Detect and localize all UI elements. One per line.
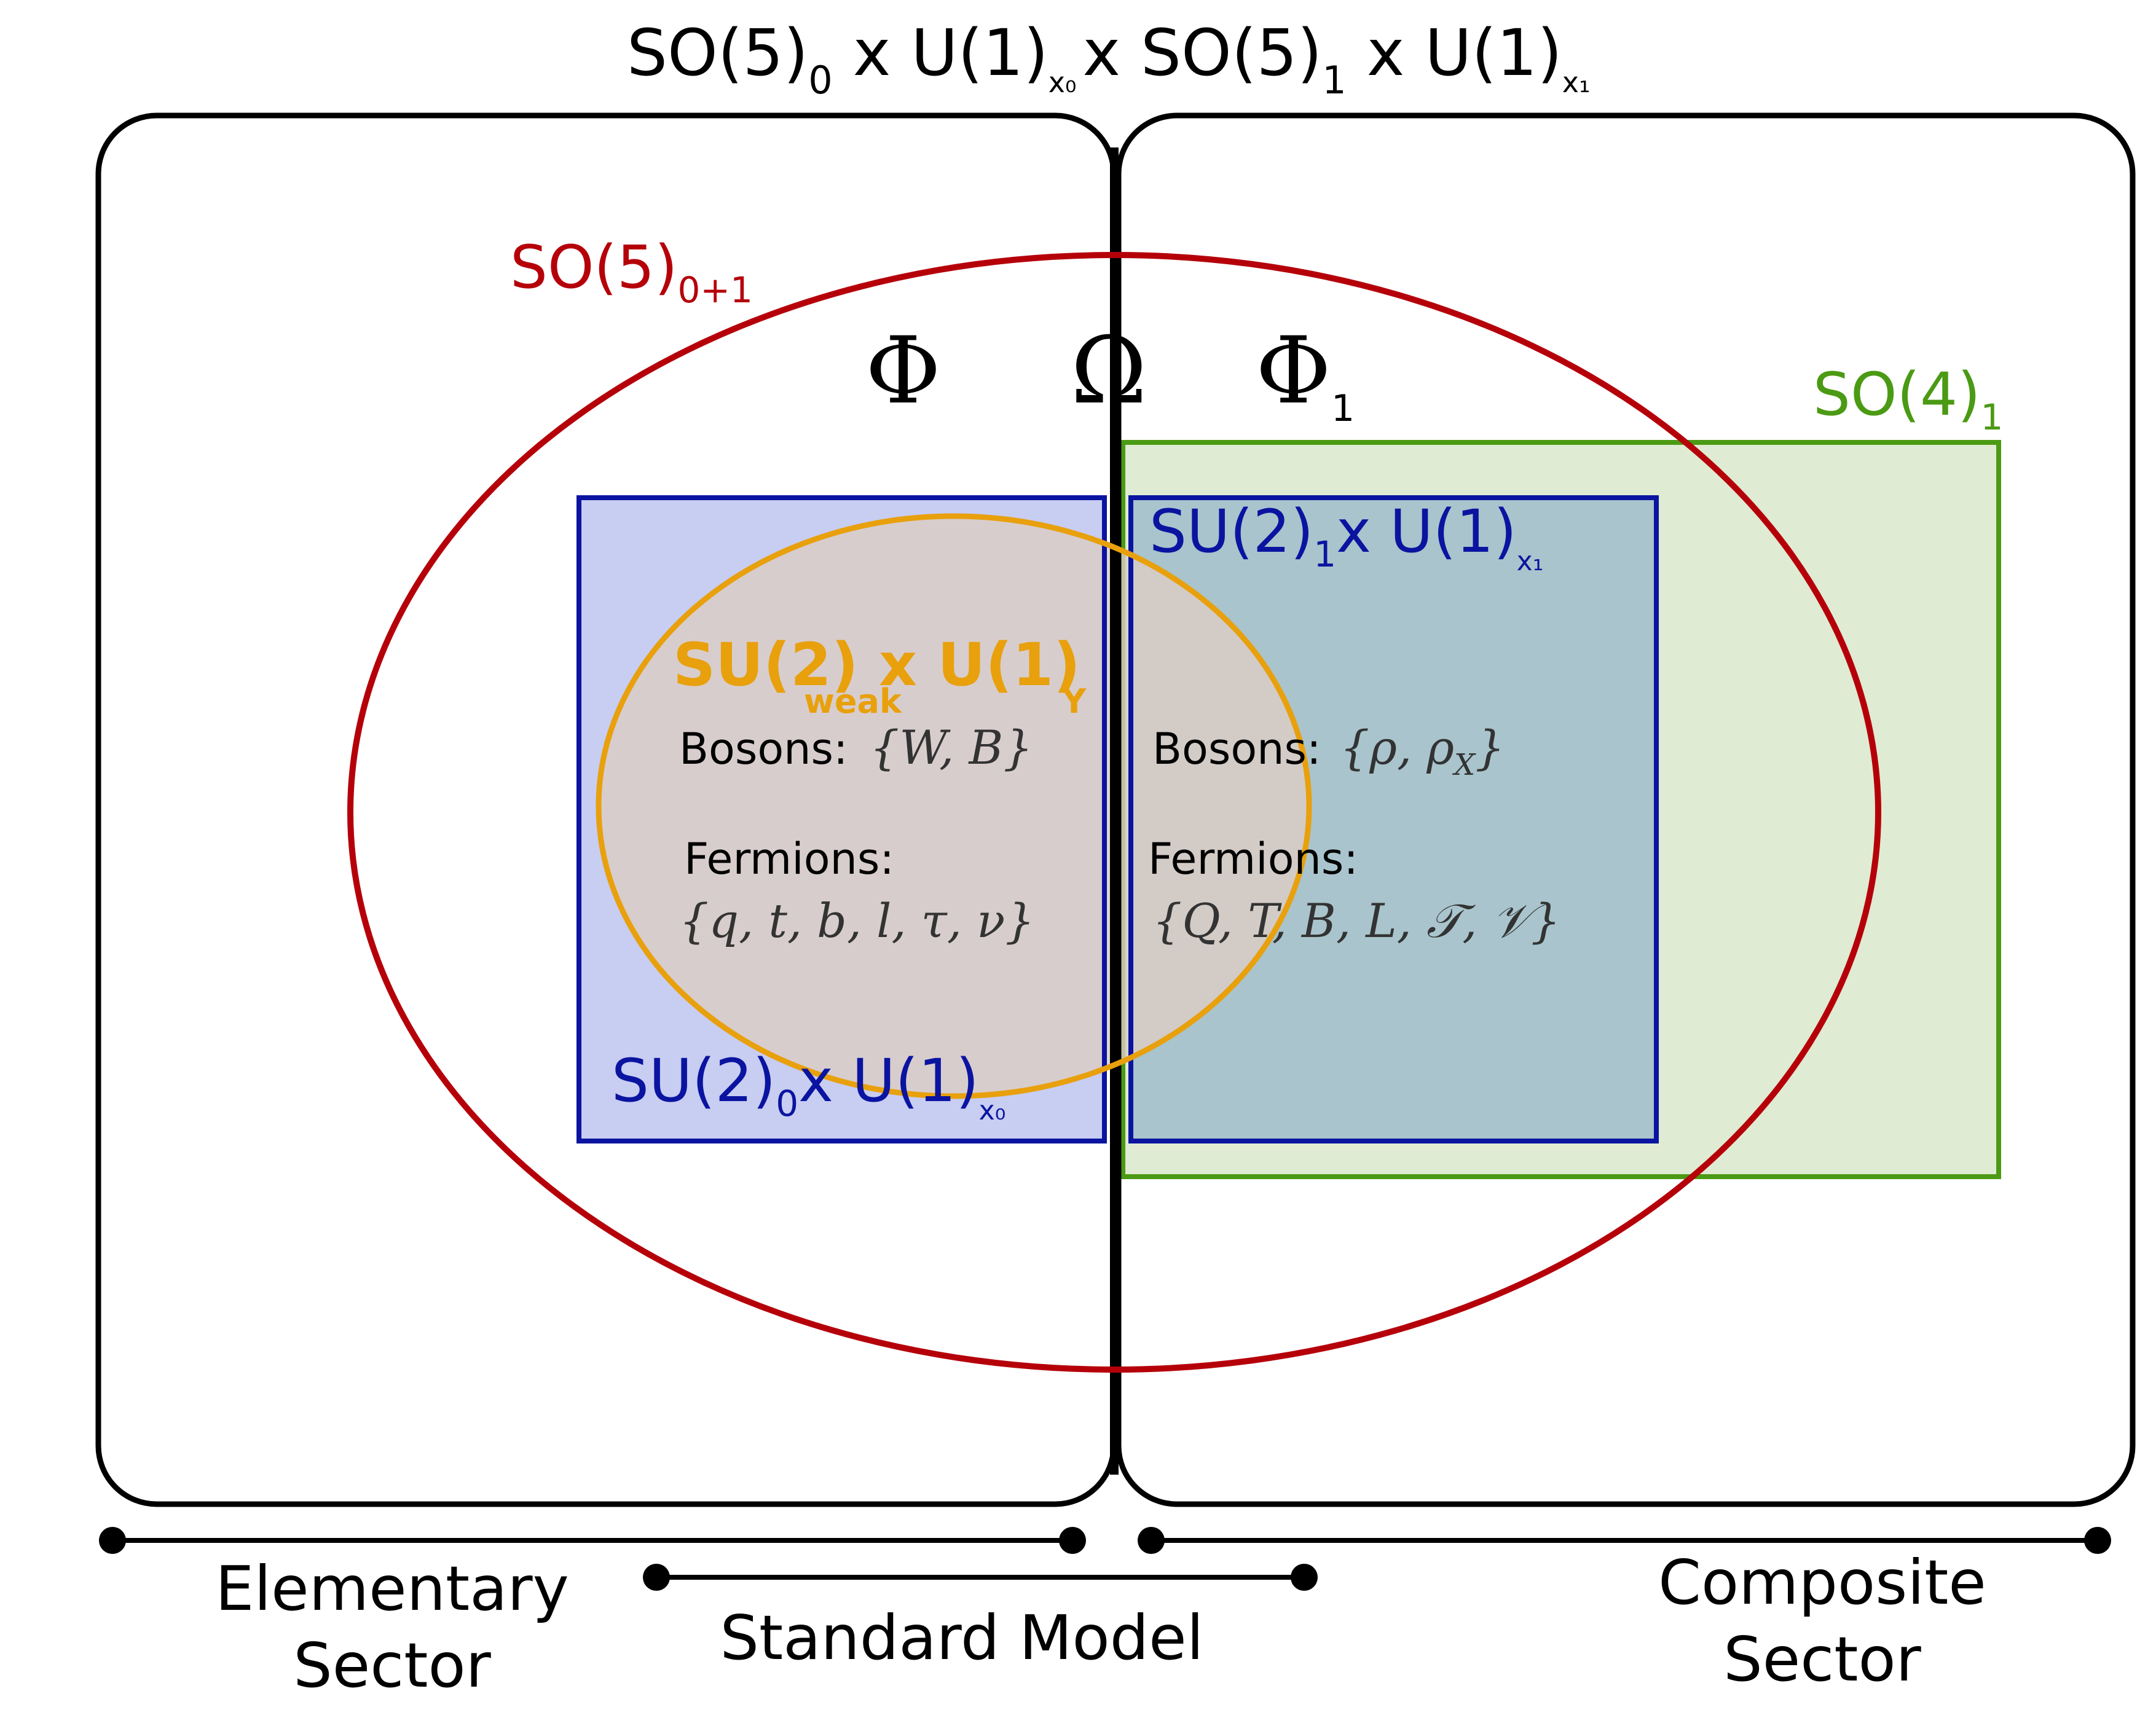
right-sub-x1: x₁ bbox=[1517, 546, 1544, 577]
left-bosons-set: {W, B} bbox=[870, 720, 1033, 775]
left-fermions-set: {q, t, b, l, τ, ν} bbox=[679, 893, 1035, 948]
left-box-label: SU(2)0x U(1)x₀ bbox=[612, 1046, 1005, 1126]
left-u1: x U(1) bbox=[798, 1046, 979, 1115]
elementary-range-start-dot bbox=[99, 1527, 126, 1554]
right-fermions-label: Fermions: bbox=[1148, 834, 1358, 884]
left-su2-box bbox=[576, 495, 1107, 1143]
composite-sector-label-line1: Composite bbox=[1658, 1547, 1986, 1618]
sm-su2: SU(2) bbox=[673, 630, 859, 699]
title-sub-0: 0 bbox=[808, 58, 832, 103]
sm-sub-y: Y bbox=[1061, 682, 1087, 721]
sm-gauge-label: SU(2) x U(1) bbox=[673, 630, 1080, 699]
right-box-label: SU(2)1x U(1)x₁ bbox=[1149, 497, 1543, 577]
title-sub-x0: x₀ bbox=[1048, 66, 1077, 99]
standard-model-ellipse bbox=[596, 513, 1312, 1099]
elementary-sector-label-line1: Elementary bbox=[215, 1553, 569, 1625]
omega-field: Ω bbox=[1071, 318, 1147, 425]
left-su2: SU(2) bbox=[612, 1046, 776, 1115]
right-su2: SU(2) bbox=[1149, 497, 1313, 566]
title-u1-x0: x U(1) bbox=[833, 15, 1048, 90]
right-su2-box bbox=[1128, 495, 1659, 1143]
phi-field: Φ bbox=[865, 318, 941, 425]
elementary-sector-label-line2: Sector bbox=[293, 1630, 491, 1701]
right-sub-1: 1 bbox=[1313, 533, 1336, 575]
top-title: SO(5)0 x U(1)x₀x SO(5)1 x U(1)x₁ bbox=[627, 15, 1590, 103]
so4-label-main: SO(4) bbox=[1813, 360, 1980, 429]
so4-label-sub: 1 bbox=[1980, 396, 2003, 438]
so4-label: SO(4)1 bbox=[1813, 360, 2003, 438]
right-bosons-sub: X bbox=[1452, 748, 1476, 782]
composite-range-end-dot bbox=[2084, 1527, 2111, 1554]
so5-label-sub: 0+1 bbox=[677, 269, 752, 311]
left-sub-x0: x₀ bbox=[979, 1095, 1006, 1126]
phi1-sub: 1 bbox=[1331, 387, 1355, 430]
right-bosons-a: {ρ, ρ bbox=[1340, 720, 1454, 775]
right-fermions-set: {Q, T, B, L, 𝒯, 𝒱} bbox=[1152, 893, 1560, 948]
left-fermions-label: Fermions: bbox=[684, 834, 894, 884]
right-bosons-set: {ρ, ρX} bbox=[1340, 720, 1505, 782]
left-bosons-label: Bosons: bbox=[679, 724, 848, 774]
sm-sub-weak: weak bbox=[804, 682, 902, 721]
title-so5-0: SO(5) bbox=[627, 15, 808, 90]
phi1-field: Φ1 bbox=[1256, 318, 1355, 430]
sm-u1: x U(1) bbox=[859, 630, 1080, 699]
right-u1: x U(1) bbox=[1336, 497, 1517, 566]
title-sub-1: 1 bbox=[1322, 58, 1346, 103]
so5-label: SO(5)0+1 bbox=[510, 233, 753, 311]
right-bosons-b: } bbox=[1475, 720, 1505, 775]
title-sub-x1: x₁ bbox=[1562, 66, 1591, 99]
elementary-range-end-dot bbox=[1059, 1527, 1086, 1554]
right-bosons-label: Bosons: bbox=[1152, 724, 1321, 774]
left-sub-0: 0 bbox=[776, 1083, 798, 1124]
title-u1-x1: x U(1) bbox=[1347, 15, 1562, 90]
title-so5-1: x SO(5) bbox=[1082, 15, 1322, 90]
composite-range-start-dot bbox=[1138, 1527, 1165, 1554]
standard-model-label: Standard Model bbox=[720, 1602, 1204, 1674]
standard-model-range-start-dot bbox=[643, 1564, 670, 1591]
standard-model-range-end-dot bbox=[1291, 1564, 1318, 1591]
so5-ellipse bbox=[347, 252, 1881, 1373]
composite-sector-label-line2: Sector bbox=[1723, 1623, 1921, 1695]
phi1-main: Φ bbox=[1256, 318, 1331, 425]
so5-label-main: SO(5) bbox=[510, 233, 677, 302]
standard-model-ellipse-fill bbox=[599, 516, 1309, 1096]
